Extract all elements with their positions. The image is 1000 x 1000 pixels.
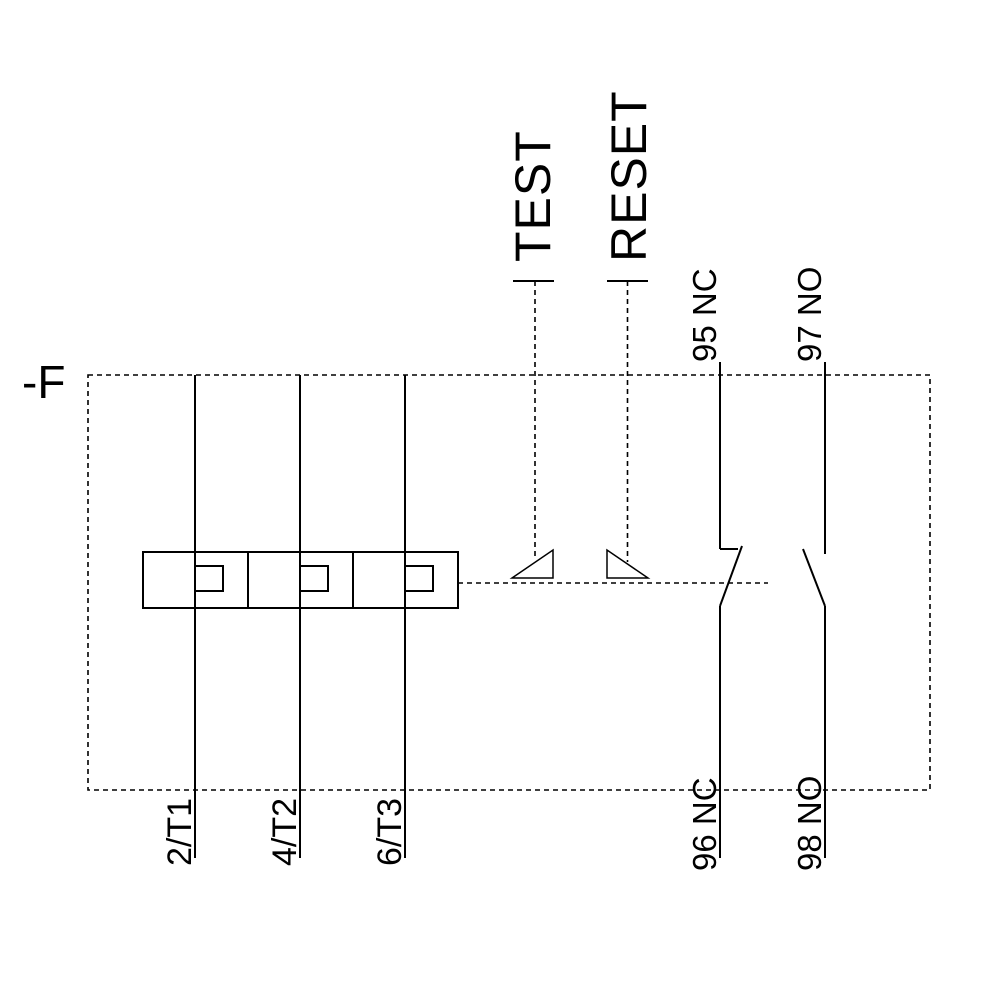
no-moving-contact xyxy=(802,548,826,607)
phase-terminal-labels: 2/T1 4/T2 6/T3 xyxy=(161,798,409,866)
nc-aux-contact: 95 NC 96 NC xyxy=(686,268,743,871)
test-control: TEST xyxy=(505,130,561,579)
terminal-98-label: 98 NO xyxy=(791,776,828,871)
terminal-97-label: 97 NO xyxy=(791,267,828,362)
no-aux-contact: 97 NO 98 NO xyxy=(791,267,828,871)
terminal-2T1-label: 2/T1 xyxy=(161,798,199,866)
heater-notch-3 xyxy=(404,565,434,592)
nc-moving-contact xyxy=(719,545,743,607)
test-actuator-icon xyxy=(509,548,554,579)
device-boundary xyxy=(87,374,931,791)
phase-conductors xyxy=(194,375,406,858)
terminal-6T3-label: 6/T3 xyxy=(371,798,409,866)
test-label: TEST xyxy=(505,130,561,262)
heater-notch-1 xyxy=(194,565,224,592)
terminal-96-label: 96 NC xyxy=(686,777,723,871)
terminal-4T2-label: 4/T2 xyxy=(266,798,304,866)
reset-actuator-icon xyxy=(606,548,651,579)
device-designation-label: -F xyxy=(22,356,65,408)
reset-control: RESET xyxy=(601,90,657,579)
terminal-95-label: 95 NC xyxy=(686,268,723,362)
heater-notch-2 xyxy=(299,565,329,592)
reset-label: RESET xyxy=(601,90,657,262)
heater-housing xyxy=(142,551,459,609)
thermal-overload-element xyxy=(142,551,459,609)
